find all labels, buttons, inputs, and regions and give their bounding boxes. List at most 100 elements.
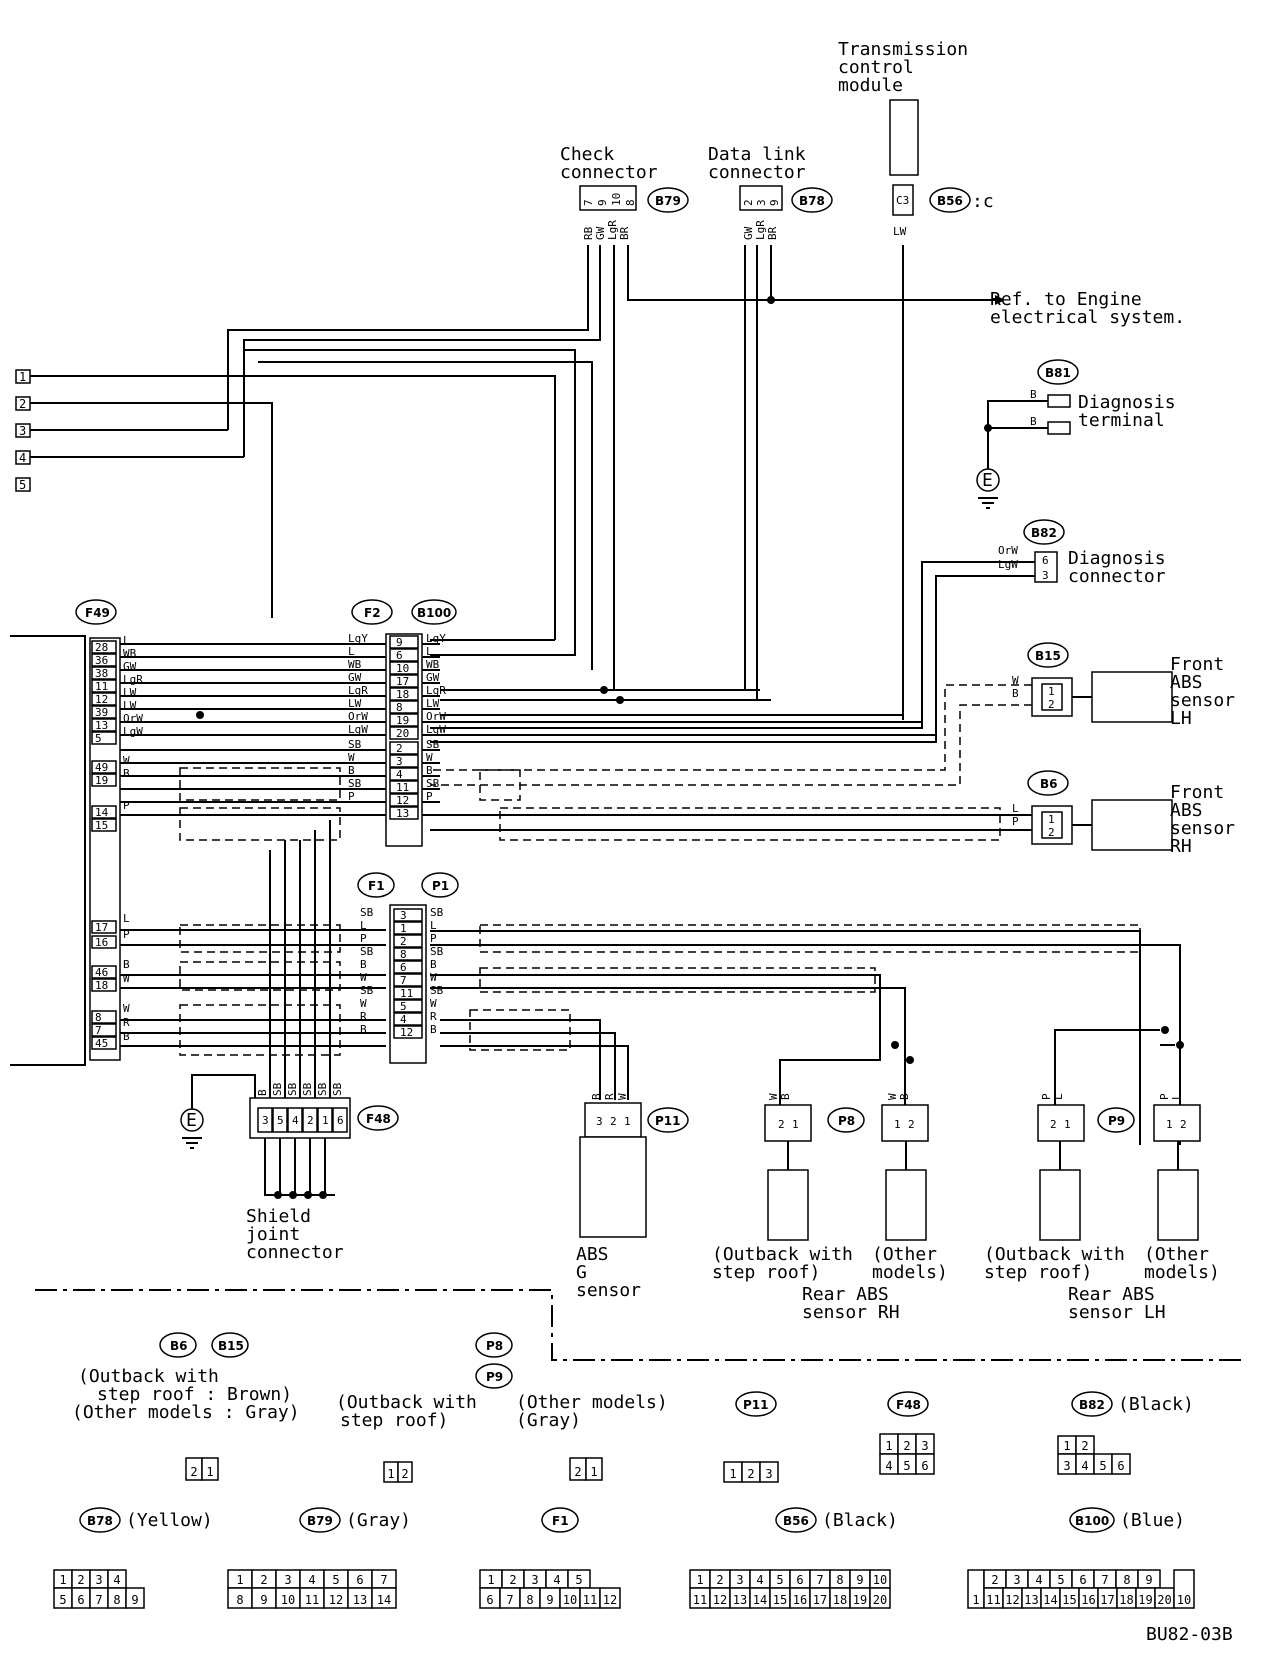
leg-b56-top-cell-label: 1 <box>696 1573 703 1587</box>
leg-b56-bot-cell-label: 13 <box>733 1593 747 1607</box>
rear-rh-6: sensor RH <box>802 1302 900 1323</box>
f49-id: F49 <box>85 606 110 620</box>
g-sensor-1: ABS <box>576 1244 609 1265</box>
f1-wire-label: SB <box>360 984 374 997</box>
p1-wire-label: B <box>430 958 437 971</box>
leg-f1-top-cell-label: 3 <box>531 1573 538 1587</box>
leg-b79-top-cell-label: 3 <box>284 1573 291 1587</box>
f49-pin-box <box>91 718 117 732</box>
leg-b78-bot-cell-label: 5 <box>59 1593 66 1607</box>
b79-wire-label: BR <box>618 226 631 240</box>
leg-b56-bot-cell-label: 11 <box>693 1593 707 1607</box>
legend-divider <box>35 1289 1245 1361</box>
b100-id: B100 <box>417 606 451 620</box>
leg-b56-bot-cell-label: 17 <box>813 1593 827 1607</box>
leg-p8p9-note-1b: step roof) <box>340 1410 448 1431</box>
shield-lower-2 <box>179 961 876 993</box>
leg-b100-bot-cell-label: 11 <box>986 1593 1000 1607</box>
f48-wire-label: SB <box>271 1082 284 1096</box>
b82-wire-orw: OrW <box>998 544 1018 557</box>
f2-wire-label: WB <box>348 658 362 671</box>
leg-b100-left-cell-label: 1 <box>972 1593 979 1607</box>
b79-pin: 10 <box>610 193 623 206</box>
b56-id: B56 <box>937 194 963 208</box>
f49-pin: 14 <box>95 806 109 819</box>
leg-b79-bot-cell-label: 10 <box>281 1593 295 1607</box>
leg-b56-bot-cell-label: 14 <box>753 1593 767 1607</box>
b100-pin: 17 <box>396 675 409 688</box>
leg-f48-bot-cell <box>915 1453 935 1475</box>
leg-b100-top-cell-label: 6 <box>1079 1573 1086 1587</box>
leg-b56-top-cell-label: 5 <box>776 1573 783 1587</box>
leg-b100-bot-cell-label: 20 <box>1157 1593 1171 1607</box>
p9-wire-label: P <box>1040 1093 1053 1100</box>
p9-connector-a <box>1037 1104 1085 1142</box>
rear-rh-5: Rear ABS <box>802 1284 889 1305</box>
f49-pin-box <box>91 705 117 719</box>
leg-p8p9-note-1a: (Outback with <box>336 1392 477 1413</box>
leg-b79-top-cell-label: 2 <box>260 1573 267 1587</box>
check-connector-title-2: connector <box>560 162 658 183</box>
front-lh-3: sensor <box>1170 690 1235 711</box>
b100-id-oval <box>411 599 457 625</box>
leg-f48-bot-cell-label: 5 <box>903 1459 910 1473</box>
b78-pin: 2 <box>742 199 755 206</box>
figure-code: BU82-03B <box>1146 1624 1233 1645</box>
tcm-title-1: Transmission <box>838 39 968 60</box>
b100-pin-box <box>389 767 419 781</box>
b79-wire-label: RB <box>582 226 595 240</box>
b81-junction <box>984 424 992 432</box>
joint-1 <box>274 1191 282 1199</box>
b100-wire-label: LgY <box>426 632 446 645</box>
leg-f1-bot-cell-label: 7 <box>506 1593 513 1607</box>
f49-pin: 15 <box>95 819 108 832</box>
f1-id: F1 <box>368 879 385 893</box>
ground-b81-sym <box>978 497 998 509</box>
p1-pin-box <box>393 986 423 1000</box>
leg-b82-bot-cell <box>1111 1453 1131 1475</box>
leg-f48-top-cell-label: 3 <box>921 1439 928 1453</box>
f49-pin: 16 <box>95 936 108 949</box>
leg-b78-top-cell-label: 2 <box>77 1573 84 1587</box>
p1-wire-label: W <box>430 971 437 984</box>
b81-wire-2: B <box>1030 415 1037 428</box>
rear-rh-1: (Outback with <box>712 1244 853 1265</box>
b15-wire-w: W <box>1012 674 1019 687</box>
rear-rh-sensor-a <box>767 1169 809 1241</box>
b100-pin: 9 <box>396 636 403 649</box>
leg-b56-top-cell-label: 3 <box>736 1573 743 1587</box>
front-abs-rh-sensor <box>1091 799 1173 851</box>
front-rh-3: sensor <box>1170 818 1235 839</box>
f48-pin: 3 <box>262 1114 269 1127</box>
b81-wire-1: B <box>1030 388 1037 401</box>
b100-pin: 3 <box>396 755 403 768</box>
f49-pin: 19 <box>95 774 108 787</box>
f2-wire-label: LgY <box>348 632 368 645</box>
diag-terminal-1: Diagnosis <box>1078 392 1176 413</box>
f49-wire-label: LgW <box>123 725 143 738</box>
f49-pin-box <box>91 1010 117 1024</box>
leg-b82-oval <box>1071 1391 1113 1417</box>
junction-lw <box>196 711 204 719</box>
p1-pin-box <box>393 934 423 948</box>
f48-id: F48 <box>366 1112 391 1126</box>
f49-wire-label: W <box>123 754 130 767</box>
b79-wire-label: GW <box>594 226 607 240</box>
b56-suffix: :c <box>972 191 994 212</box>
dlc-title-2: connector <box>708 162 806 183</box>
leg-f1-top-cell-label: 4 <box>553 1573 560 1587</box>
leg-b100-top-cell-label: 8 <box>1123 1573 1130 1587</box>
f48-wire-label: B <box>256 1089 269 1096</box>
b15-wire-b: B <box>1012 687 1019 700</box>
f49-wire-label: B <box>123 767 130 780</box>
f2-id-oval <box>351 599 393 625</box>
b82-id-oval <box>1023 519 1065 545</box>
rear-rh-3: (Other <box>872 1244 937 1265</box>
leg-p8p9-note-2b: (Gray) <box>516 1410 581 1431</box>
f49-wire-label: LW <box>123 699 137 712</box>
b78-wire-label: BR <box>766 226 779 240</box>
p9-a-pin-1: 1 <box>1064 1118 1071 1131</box>
leg-f1-top-cell-label: 2 <box>509 1573 516 1587</box>
b100-wire-label: LgR <box>426 684 446 697</box>
b100-wire-label: LW <box>426 697 440 710</box>
